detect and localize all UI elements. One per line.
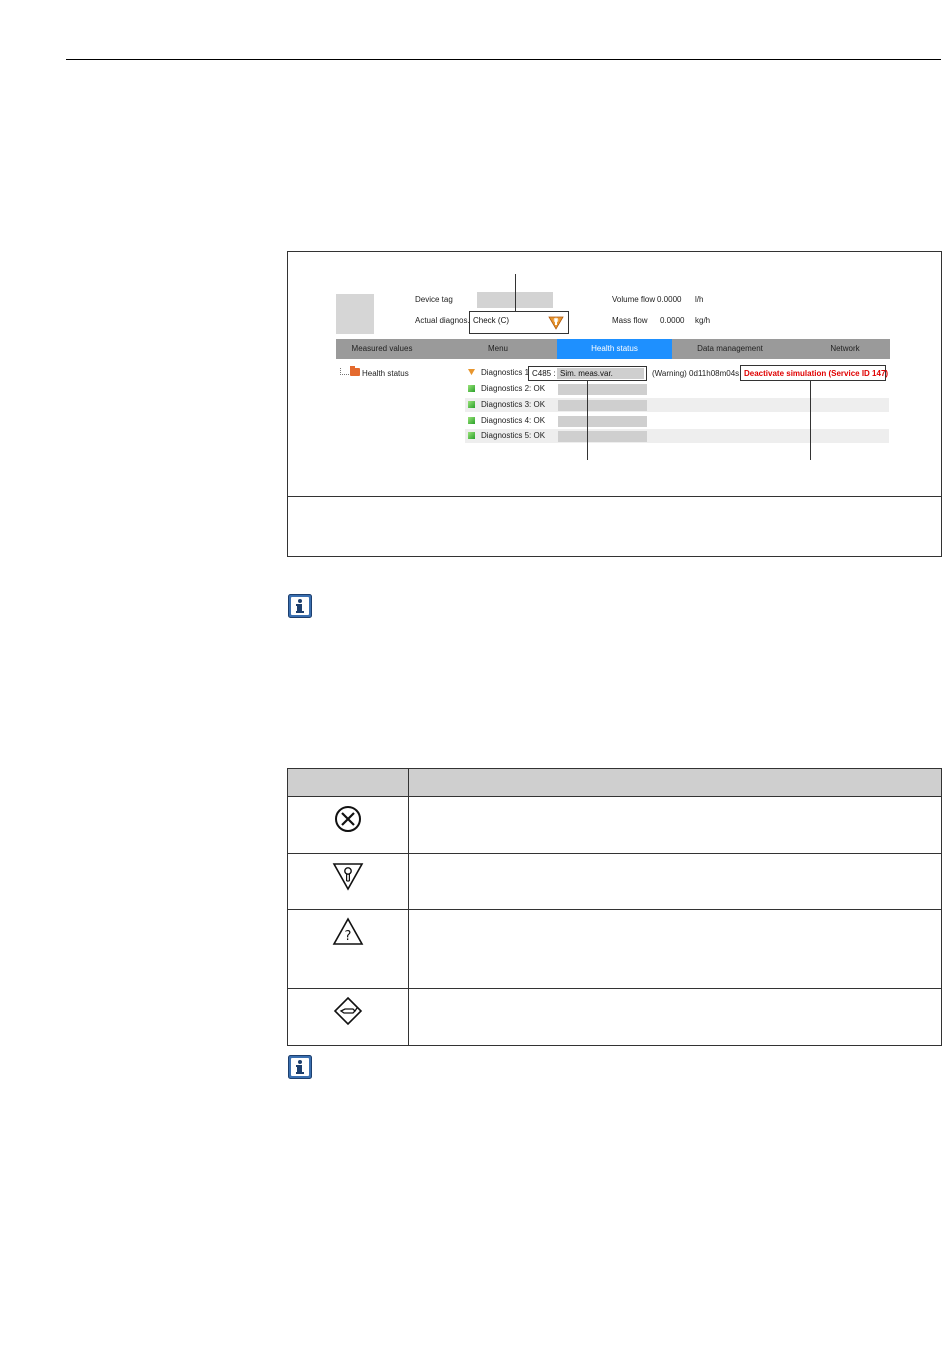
volume-flow-value: 0.0000 <box>657 295 682 304</box>
folder-icon <box>350 368 360 376</box>
diagnostics-4-label: Diagnostics 4: OK <box>481 416 546 425</box>
tab-measured-values[interactable]: Measured values <box>351 344 413 353</box>
diagnostics-5-field <box>558 431 647 442</box>
tree-item-health-status[interactable]: Health status <box>362 369 409 378</box>
actual-diagnos-value: Check (C) <box>473 316 510 325</box>
symbol-cell: ? <box>287 909 409 989</box>
diagnostics-row-3: Diagnostics 3: OK <box>465 398 889 412</box>
function-check-warning-icon <box>548 316 564 330</box>
svg-text:?: ? <box>345 929 352 944</box>
web-browser-screen: Device tag Actual diagnos. Check (C) Vol… <box>288 252 941 496</box>
description-cell <box>408 988 942 1046</box>
event-text-field <box>557 368 644 379</box>
description-cell <box>408 909 942 989</box>
folder-icon-tab <box>350 366 355 369</box>
diagnostics-3-field <box>558 400 647 411</box>
tab-menu[interactable]: Menu <box>487 344 508 353</box>
diagnostics-row-2: Diagnostics 2: OK <box>465 382 889 396</box>
diagnostics-row-4: Diagnostics 4: OK <box>465 414 889 428</box>
symbol-cell <box>287 796 409 854</box>
diagnostics-1-label: Diagnostics 1: <box>481 368 532 377</box>
tab-health-status[interactable]: Health status <box>557 339 672 359</box>
tab-network[interactable]: Network <box>830 344 860 353</box>
mass-flow-label: Mass flow <box>612 316 648 325</box>
diagnostic-event-text: Sim. meas.var. <box>560 369 613 378</box>
info-icon <box>288 1055 312 1079</box>
table-row <box>287 853 942 910</box>
tree-connector <box>340 368 349 375</box>
diagnostics-row-5: Diagnostics 5: OK <box>465 429 889 443</box>
deactivate-simulation-label: Deactivate simulation (Service ID 147) <box>744 369 889 378</box>
diagnostics-2-label: Diagnostics 2: OK <box>481 384 546 393</box>
description-cell <box>408 853 942 910</box>
failure-icon <box>335 806 361 832</box>
diagnostic-symbols-table: ? <box>287 768 942 1046</box>
actual-diagnos-label: Actual diagnos. <box>415 316 470 325</box>
callout-line-1 <box>515 274 516 311</box>
ok-status-icon <box>468 432 475 439</box>
table-row <box>287 988 942 1046</box>
tab-data-management[interactable]: Data management <box>697 344 763 353</box>
symbol-cell <box>287 988 409 1046</box>
callout-line-2 <box>587 381 588 460</box>
description-cell <box>408 796 942 854</box>
device-tag-label: Device tag <box>415 295 453 304</box>
diagnostics-5-label: Diagnostics 5: OK <box>481 431 546 440</box>
callout-line-3 <box>810 381 811 460</box>
ok-status-icon <box>468 385 475 392</box>
table-header-row <box>287 768 942 797</box>
volume-flow-label: Volume flow <box>612 295 656 304</box>
ok-status-icon <box>468 417 475 424</box>
function-check-icon <box>332 863 364 891</box>
diagnostic-event-box: C485 : Sim. meas.var. <box>528 366 647 381</box>
maintenance-required-icon <box>333 996 363 1026</box>
diagnostics-3-label: Diagnostics 3: OK <box>481 400 546 409</box>
mass-flow-value: 0.0000 <box>660 316 685 325</box>
volume-flow-unit: l/h <box>695 295 704 304</box>
actual-diagnos-box: Check (C) <box>469 311 569 334</box>
ok-status-icon <box>468 401 475 408</box>
table-header-symbol <box>287 768 409 797</box>
diagnostic-status-text: (Warning) 0d11h08m04s <box>652 369 740 378</box>
diagnostics-row-1: Diagnostics 1: <box>465 366 889 380</box>
table-header-meaning <box>408 768 942 797</box>
mass-flow-unit: kg/h <box>695 316 711 325</box>
diagnostic-code: C485 : <box>532 369 556 378</box>
deactivate-simulation-button[interactable]: Deactivate simulation (Service ID 147) <box>740 365 889 381</box>
health-status-figure: Device tag Actual diagnos. Check (C) Vol… <box>287 251 942 557</box>
out-of-specification-icon: ? <box>332 917 364 945</box>
header-rule <box>66 59 941 60</box>
diagnostics-2-field <box>558 384 647 395</box>
warning-triangle-icon <box>468 369 475 376</box>
table-row <box>287 796 942 854</box>
symbol-cell <box>287 853 409 910</box>
table-row: ? <box>287 909 942 989</box>
device-logo-placeholder <box>336 294 374 334</box>
info-icon <box>288 594 312 618</box>
nav-bar: Measured values Menu Health status Data … <box>336 339 890 359</box>
figure-legend-area <box>288 496 941 558</box>
diagnostics-4-field <box>558 416 647 427</box>
